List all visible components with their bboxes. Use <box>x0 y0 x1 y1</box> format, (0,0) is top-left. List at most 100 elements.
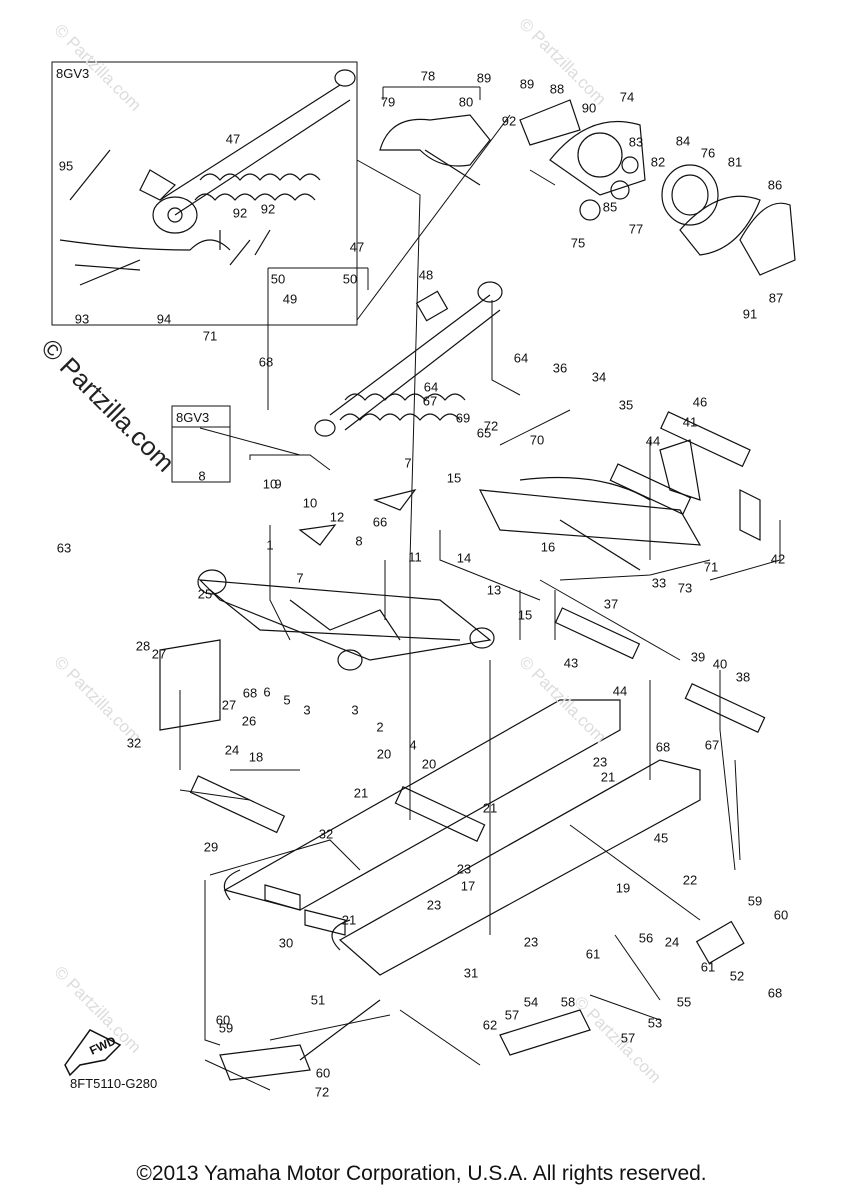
callout-number: 7 <box>296 570 304 586</box>
callout-number: 17 <box>460 878 476 894</box>
callout-number: 76 <box>700 145 716 161</box>
callout-number: 68 <box>655 739 671 755</box>
callout-number: 61 <box>700 959 716 975</box>
callout-number: 15 <box>517 607 533 623</box>
callout-number: 83 <box>628 134 644 150</box>
callout-number: 68 <box>258 354 274 370</box>
callout-number: 61 <box>585 946 601 962</box>
inset-box-8gv3-shock <box>51 61 358 483</box>
callout-number: 19 <box>615 880 631 896</box>
callout-number: 79 <box>380 94 396 110</box>
callout-number: 89 <box>519 76 535 92</box>
callout-number: 26 <box>241 713 257 729</box>
callout-number: 11 <box>408 549 422 565</box>
callout-number: 33 <box>651 575 667 591</box>
callout-number: 49 <box>282 291 298 307</box>
callout-number: 44 <box>612 683 628 699</box>
callout-number: 14 <box>456 550 472 566</box>
reference-lines <box>179 86 781 1091</box>
inset-label-8gv3: 8GV3 <box>176 410 210 425</box>
callout-number: 29 <box>203 839 219 855</box>
rails-and-shafts <box>189 607 766 1081</box>
callout-number: 70 <box>529 432 545 448</box>
callout-number: 47 <box>225 131 241 147</box>
callout-number: 43 <box>563 655 579 671</box>
callout-number: 4 <box>409 737 417 753</box>
callout-number: 9 <box>274 476 282 492</box>
callout-number: 58 <box>560 994 576 1010</box>
callout-number: 93 <box>74 311 90 327</box>
callout-number: 2 <box>376 719 384 735</box>
callout-number: 27 <box>221 697 237 713</box>
callout-number: 60 <box>215 1012 231 1028</box>
callout-number: 10 <box>302 495 318 511</box>
callout-number: 42 <box>770 551 786 567</box>
callout-number: 62 <box>482 1017 498 1033</box>
callout-number: 85 <box>602 199 618 215</box>
callout-number: 12 <box>329 509 345 525</box>
callout-number: 67 <box>704 737 720 753</box>
callout-number: 71 <box>703 559 719 575</box>
callout-number: 30 <box>278 935 294 951</box>
callout-number: 23 <box>426 897 442 913</box>
callout-number: 13 <box>486 582 502 598</box>
callout-number: 23 <box>523 934 539 950</box>
callout-number: 63 <box>56 540 72 556</box>
callout-number: 86 <box>767 177 783 193</box>
callout-number: 3 <box>351 702 359 718</box>
callout-number: 84 <box>675 133 691 149</box>
callout-number: 3 <box>303 702 311 718</box>
callout-number: 20 <box>376 746 392 762</box>
callout-number: 48 <box>418 267 434 283</box>
callout-number: 81 <box>727 154 743 170</box>
rear-arm-assembly <box>478 411 761 571</box>
inset-label-8gv3: 8GV3 <box>56 66 90 81</box>
callout-number: 32 <box>318 826 334 842</box>
callout-number: 7 <box>404 455 412 471</box>
callout-number: 54 <box>523 994 539 1010</box>
callout-number: 94 <box>156 311 172 327</box>
callout-number: 25 <box>197 586 213 602</box>
callout-number: 71 <box>202 328 218 344</box>
callout-number: 65 <box>476 425 492 441</box>
callout-number: 5 <box>283 692 291 708</box>
callout-number: 59 <box>218 1020 234 1036</box>
callout-number: 60 <box>315 1065 331 1081</box>
callout-number: 72 <box>314 1084 330 1100</box>
callout-number: 38 <box>735 669 751 685</box>
callout-number: 18 <box>248 749 264 765</box>
callout-number: 73 <box>677 580 693 596</box>
callout-number: 8 <box>355 533 363 549</box>
callout-number: 56 <box>638 930 654 946</box>
callout-number: 51 <box>310 992 326 1008</box>
callout-number: 67 <box>422 393 438 409</box>
callout-number: 50 <box>270 271 286 287</box>
callout-number: 66 <box>372 514 388 530</box>
callout-number: 24 <box>224 742 240 758</box>
callout-number: 10 <box>262 476 278 492</box>
callout-number: 64 <box>423 379 439 395</box>
callout-number: 6 <box>263 684 271 700</box>
callout-number: 53 <box>647 1015 663 1031</box>
callout-number: 39 <box>690 649 706 665</box>
callout-number: 44 <box>645 433 661 449</box>
callout-number: 21 <box>482 800 498 816</box>
remote-adjuster <box>379 99 796 276</box>
callout-number: 88 <box>549 81 565 97</box>
callout-number: 69 <box>455 410 471 426</box>
callout-number: 28 <box>135 638 151 654</box>
callout-number: 74 <box>619 89 635 105</box>
callout-number: 78 <box>420 68 436 84</box>
callout-number: 92 <box>260 201 276 217</box>
callout-number: 40 <box>712 656 728 672</box>
callout-number: 41 <box>682 414 698 430</box>
callout-number: 35 <box>618 397 634 413</box>
callout-number: 55 <box>676 994 692 1010</box>
callout-number: 57 <box>504 1007 520 1023</box>
callout-number: 75 <box>570 235 586 251</box>
callout-number: 27 <box>151 646 167 662</box>
callout-number: 90 <box>581 100 597 116</box>
callout-number: 68 <box>767 985 783 1001</box>
callout-number: 37 <box>603 596 619 612</box>
